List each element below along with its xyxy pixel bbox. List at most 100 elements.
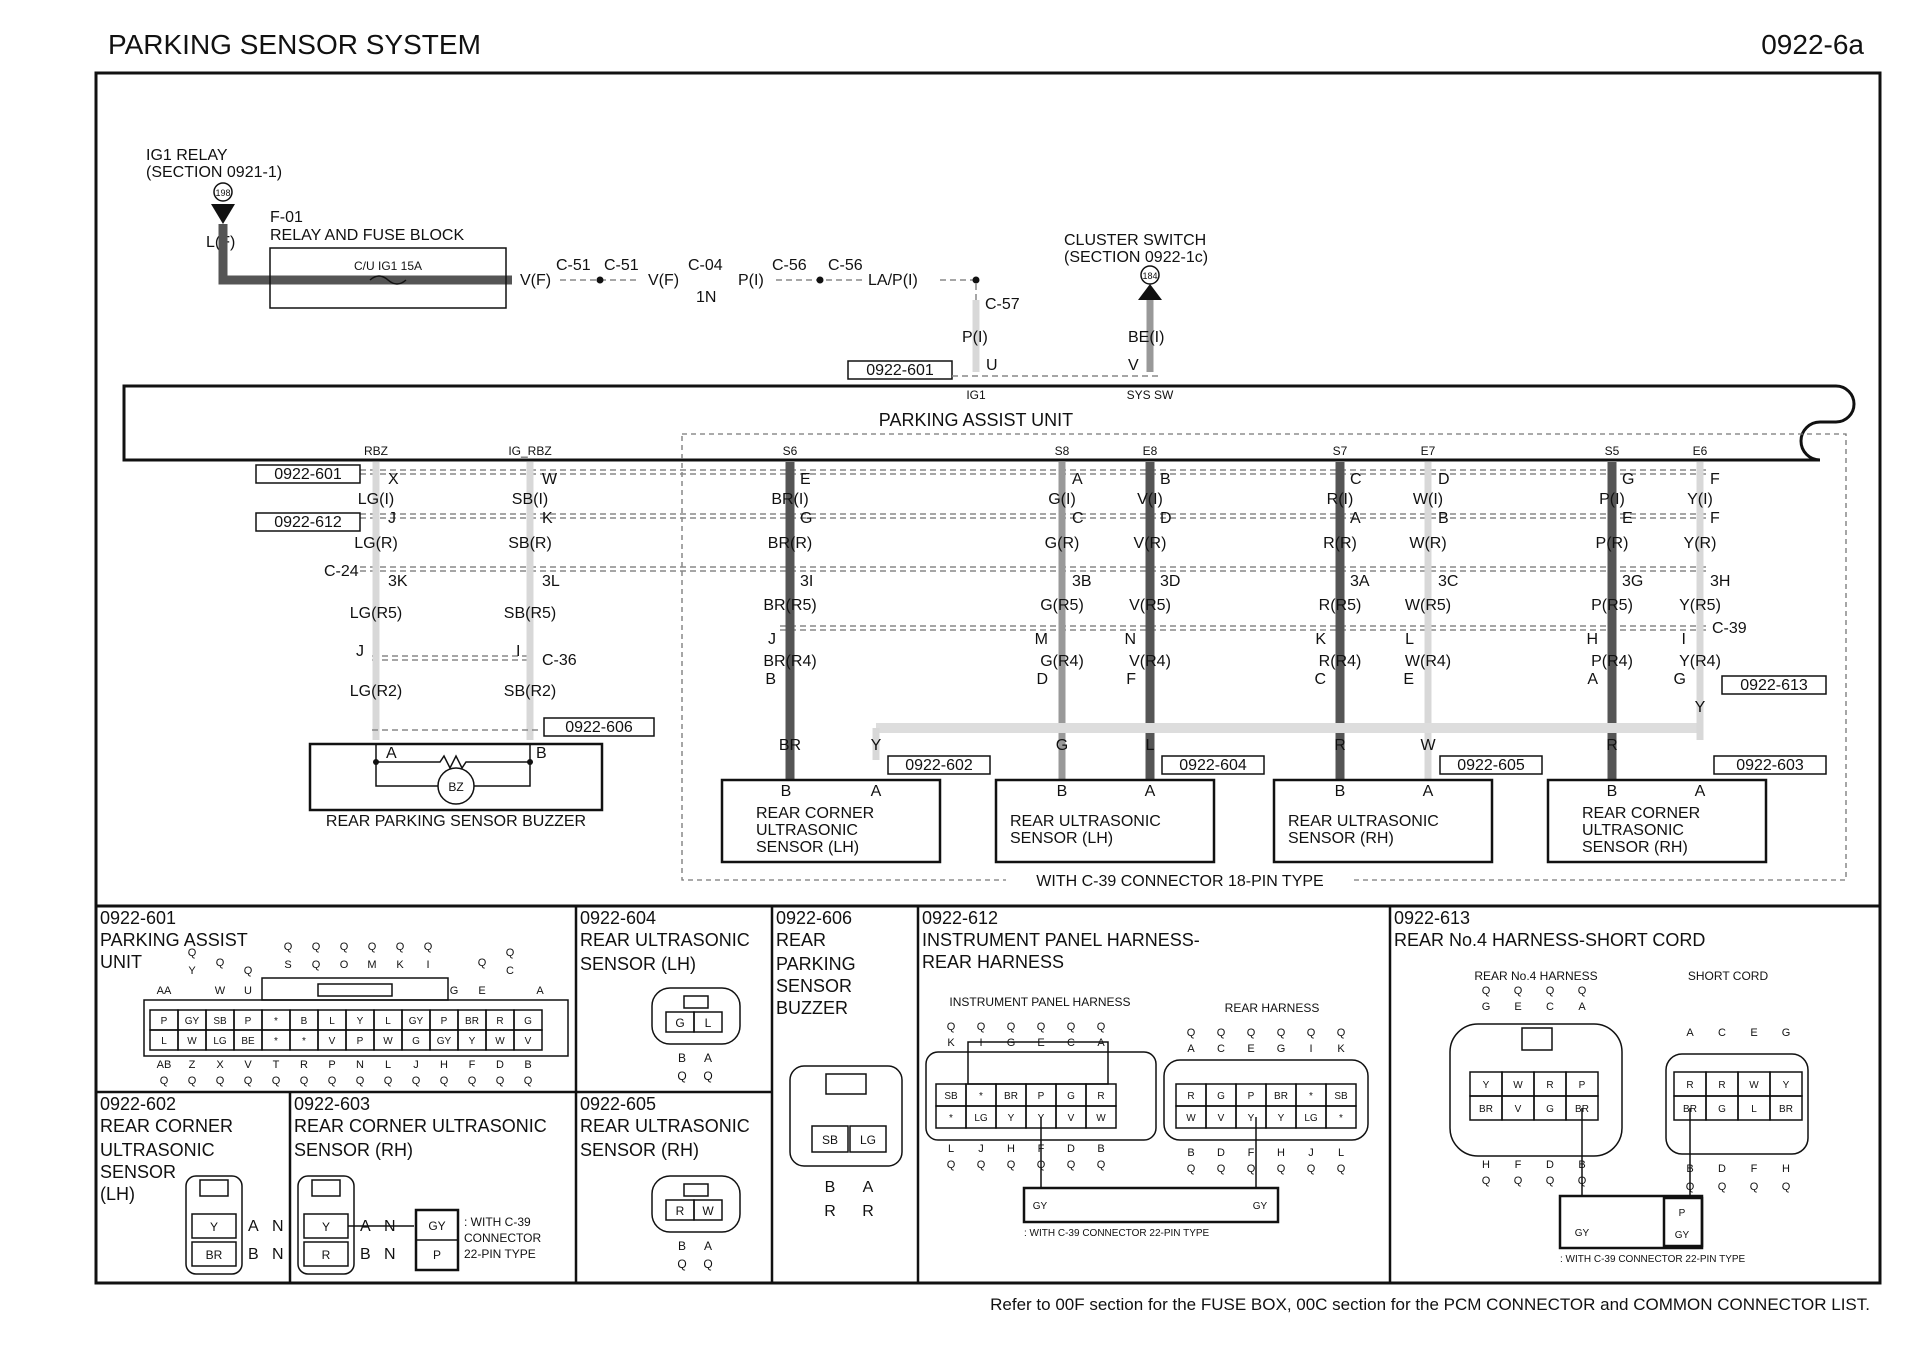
p602-a: A bbox=[248, 1218, 259, 1235]
c56-junction bbox=[816, 276, 824, 284]
p612-left-top-q: Q bbox=[1037, 1021, 1046, 1033]
p613-left-bottom-q: Q bbox=[1482, 1175, 1491, 1187]
p602-connector-icon bbox=[185, 1175, 243, 1275]
ref-603-box bbox=[1713, 755, 1827, 775]
p603-n2: N bbox=[384, 1246, 396, 1263]
c56a-label: C-56 bbox=[772, 257, 807, 274]
page-code: 0922-6a bbox=[1761, 29, 1864, 60]
ref-605-box bbox=[1439, 755, 1543, 775]
p601-pin: W bbox=[495, 1036, 505, 1047]
buzzer-icon bbox=[437, 767, 475, 805]
column-wire4-2: V(R4) bbox=[1129, 653, 1171, 670]
p606-connector-icon bbox=[789, 1065, 903, 1167]
p612-left-pin: P bbox=[1038, 1091, 1045, 1102]
p601-bottom-letter: AB bbox=[157, 1059, 172, 1071]
p612-right-bottom-letter: F bbox=[1248, 1147, 1255, 1159]
ref-612-left-box bbox=[255, 512, 361, 532]
igrbz-terminal: IG_RBZ bbox=[508, 444, 551, 458]
p612-left-bottom-q: Q bbox=[977, 1159, 986, 1171]
p613-left-pin: G bbox=[1546, 1104, 1554, 1115]
p612-left-top-q: Q bbox=[1097, 1021, 1106, 1033]
p612-left-top-letter: E bbox=[1037, 1037, 1044, 1049]
column-pin4-2: N bbox=[1124, 631, 1136, 648]
fuse-icon bbox=[369, 275, 407, 285]
p612-left-pin: SB bbox=[944, 1091, 958, 1102]
buzzer-branch: RBZ IG_RBZ 0922-601 0922-612 C-24 X W LG… bbox=[255, 444, 655, 830]
p603-pin-y: Y bbox=[322, 1220, 330, 1234]
p601-letter: C bbox=[506, 965, 514, 977]
p604-a: A bbox=[704, 1051, 712, 1065]
p612-right-top-q: Q bbox=[1247, 1027, 1256, 1039]
y-label: Y bbox=[1695, 699, 1706, 716]
p612-right-pin: W bbox=[1186, 1113, 1196, 1124]
p612-left-top-q: Q bbox=[1007, 1021, 1016, 1033]
p612-left-bottom-q: Q bbox=[947, 1159, 956, 1171]
1n-label: 1N bbox=[696, 289, 716, 306]
p613-left-bottom-q: Q bbox=[1546, 1175, 1555, 1187]
p612-left-pin: LG bbox=[974, 1113, 988, 1124]
footer-note: Refer to 00F section for the FUSE BOX, 0… bbox=[990, 1295, 1870, 1314]
p601-label1: PARKING ASSIST bbox=[100, 930, 248, 950]
p613-left-bottom-q: Q bbox=[1514, 1175, 1523, 1187]
p606-label2: PARKING bbox=[776, 954, 856, 974]
p612-right-top-q: Q bbox=[1187, 1027, 1196, 1039]
p612-left-top-q: Q bbox=[977, 1021, 986, 1033]
p603-label1: REAR CORNER ULTRASONIC bbox=[294, 1116, 547, 1136]
p613-left-pin: BR bbox=[1479, 1104, 1493, 1115]
pin-3k: 3K bbox=[388, 573, 408, 590]
p613-right-pin: R bbox=[1718, 1080, 1725, 1091]
p601-letter: Y bbox=[188, 965, 196, 977]
column-terminal-6: E6 bbox=[1693, 444, 1708, 458]
ig1-arrow-icon bbox=[211, 204, 235, 224]
p613-right-top-letter: C bbox=[1718, 1027, 1726, 1039]
column-pin1-3: C bbox=[1350, 471, 1362, 488]
p613-sc: SHORT CORD bbox=[1688, 969, 1769, 983]
p613-left-top-letter: C bbox=[1546, 1001, 1554, 1013]
p601-top-q: Q bbox=[284, 941, 293, 953]
column-terminal-4: E7 bbox=[1421, 444, 1436, 458]
p612-right-pin: BR bbox=[1274, 1091, 1288, 1102]
p613-left-top-letter: E bbox=[1514, 1001, 1521, 1013]
s1-pin-b: B bbox=[781, 783, 792, 800]
column-wire2-4: W(R) bbox=[1409, 535, 1446, 552]
p613-left-housing bbox=[1449, 1023, 1623, 1157]
p606-r1: R bbox=[824, 1203, 836, 1220]
ig1-ref-circle bbox=[213, 182, 233, 202]
column-wire5-0: BR bbox=[779, 737, 801, 754]
column-pin2-5: E bbox=[1622, 510, 1633, 527]
p612-right-top-letter: I bbox=[1309, 1043, 1312, 1055]
p601-pin: W bbox=[383, 1036, 393, 1047]
column-pin5-6: G bbox=[1674, 671, 1686, 688]
p612-rh: REAR HARNESS bbox=[1225, 1001, 1320, 1015]
p601-bottom-letter: N bbox=[356, 1059, 364, 1071]
p601-top-q: Q bbox=[312, 941, 321, 953]
c39-region-label: WITH C-39 CONNECTOR 18-PIN TYPE bbox=[1036, 873, 1323, 890]
p601-top-letter: K bbox=[396, 959, 404, 971]
p612-label2: REAR HARNESS bbox=[922, 952, 1064, 972]
p604-pin-l: L bbox=[705, 1016, 712, 1030]
p613-right-bottom-letter: H bbox=[1782, 1163, 1790, 1175]
relay-fuse-block bbox=[269, 247, 507, 309]
p613-left-bottom-letter: F bbox=[1515, 1159, 1522, 1171]
p602-n1: N bbox=[272, 1218, 284, 1235]
column-wire1-2: V(I) bbox=[1137, 491, 1163, 508]
p612-right-top-q: Q bbox=[1277, 1027, 1286, 1039]
ref-601-left-box bbox=[255, 464, 361, 484]
p602-label2: ULTRASONIC bbox=[100, 1140, 215, 1160]
p601-pin: G bbox=[412, 1036, 420, 1047]
p612-left-top-q: Q bbox=[1067, 1021, 1076, 1033]
p612-left-bottom-letter: D bbox=[1067, 1143, 1075, 1155]
p603-pin-r: R bbox=[322, 1248, 331, 1262]
p612-left-pin: BR bbox=[1004, 1091, 1018, 1102]
p603-p: P bbox=[433, 1248, 441, 1262]
p601-pin: R bbox=[496, 1016, 503, 1027]
c39-label: C-39 bbox=[1712, 620, 1747, 637]
ref-602-box bbox=[887, 755, 991, 775]
p602-pin-y: Y bbox=[210, 1220, 218, 1234]
p612-label1: INSTRUMENT PANEL HARNESS- bbox=[922, 930, 1200, 950]
p613-right-pin: R bbox=[1686, 1080, 1693, 1091]
column-wire5-3: R bbox=[1334, 737, 1346, 754]
p601-letter: Q bbox=[478, 957, 487, 969]
p613-right-cell bbox=[1769, 1095, 1803, 1121]
